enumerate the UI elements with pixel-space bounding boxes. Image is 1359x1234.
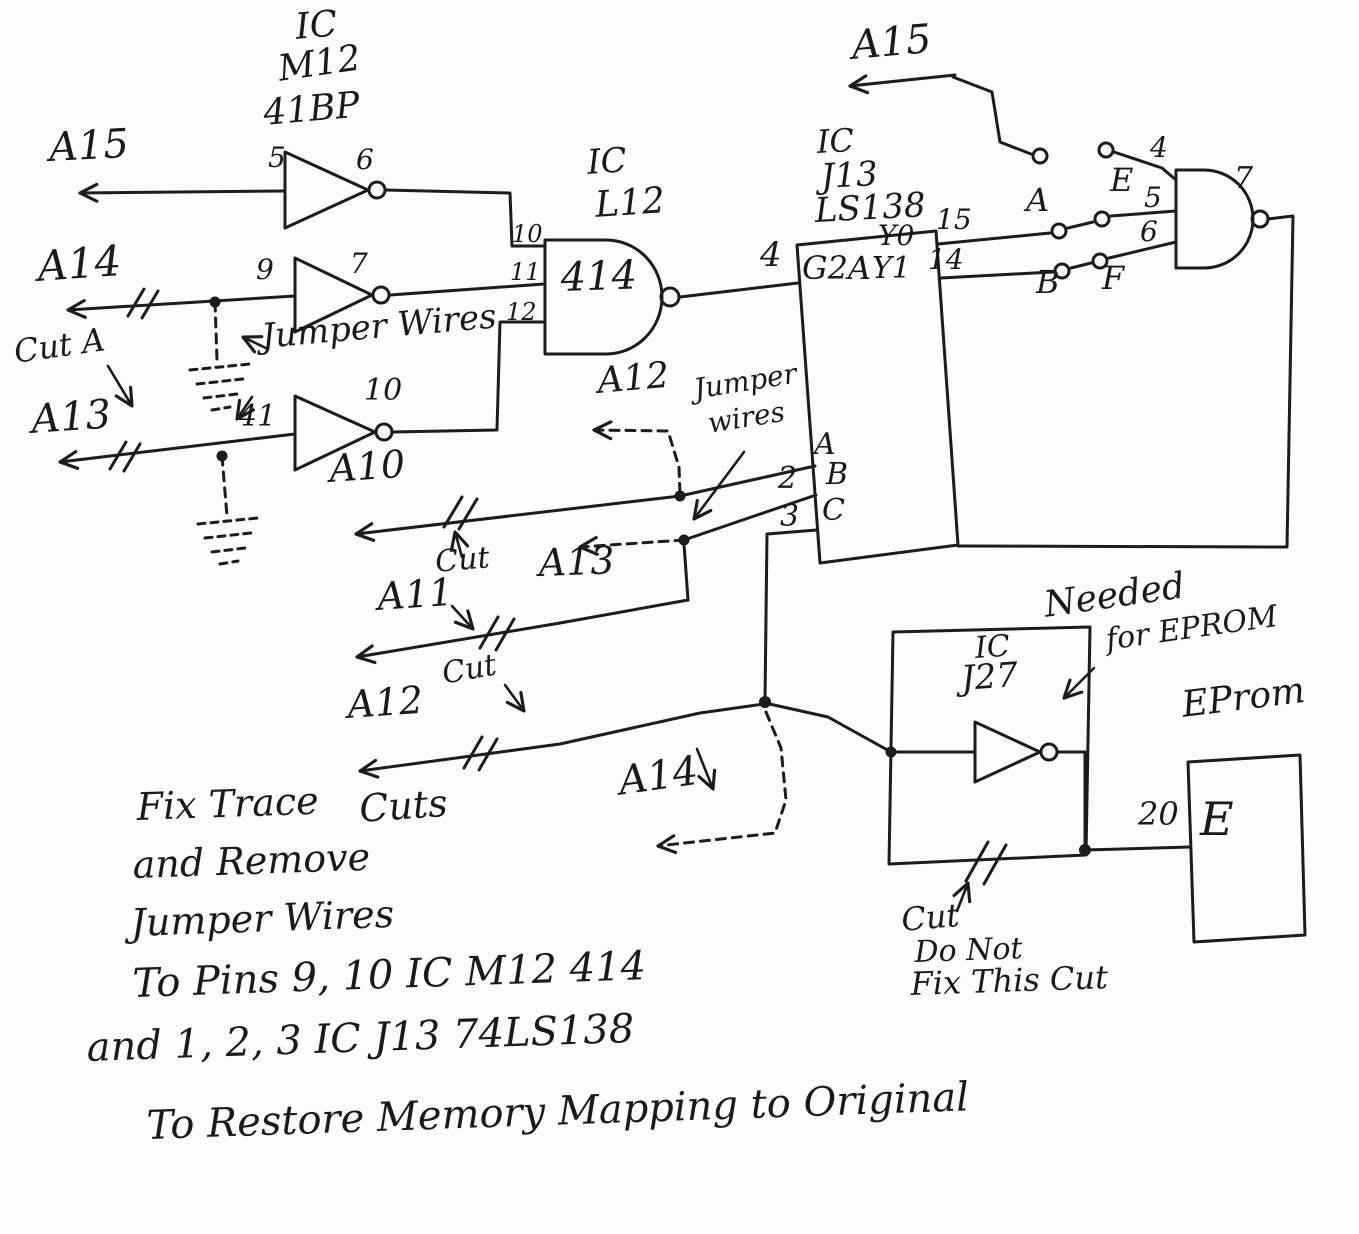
pin-label-inv1-out: 6 — [356, 143, 374, 176]
pin-label-nand-in1: 10 — [512, 220, 543, 248]
pin-label-2: 2 — [778, 461, 798, 496]
label-nand-part: 414 — [559, 252, 638, 301]
pin-label-inv1-in: 5 — [268, 141, 286, 174]
label-a14-left: A14 — [35, 236, 123, 291]
pin-label-3: 3 — [780, 499, 800, 534]
label-cut-a12: Cut — [439, 647, 500, 692]
input-wires — [58, 182, 297, 470]
instruction-line-1b: Cuts — [357, 780, 449, 831]
pin-label-inv2-in: 9 — [256, 253, 274, 286]
pin-label-nand-in2: 11 — [510, 258, 541, 286]
label-a12-low: A12 — [345, 677, 425, 727]
label-post-f: F — [1102, 259, 1125, 297]
label-post-e: E — [1110, 161, 1134, 199]
label-eprom-e: E — [1200, 792, 1234, 846]
pin-label-and-out: 7 — [1234, 161, 1254, 196]
instruction-line-1a: Fix Trace — [135, 778, 320, 829]
pin-label-inv3-out: 10 — [364, 373, 403, 408]
label-a14-mid: A14 — [615, 747, 702, 805]
label-y1: Y1 — [872, 251, 911, 286]
cut-marks — [108, 287, 1008, 886]
label-input-a: A — [814, 427, 836, 462]
pin-label-y0: 15 — [936, 203, 972, 236]
instruction-line-2: and Remove — [131, 834, 371, 887]
pin-label-nand-in3: 12 — [506, 298, 537, 326]
a15-top-wire — [848, 73, 1178, 182]
label-a13-left: A13 — [29, 391, 113, 443]
eprom-box — [1186, 753, 1307, 944]
label-a10: A10 — [327, 441, 407, 491]
label-a11: A11 — [375, 569, 455, 619]
instruction-line-3: Jumper Wires — [129, 891, 395, 945]
pin-label-and-in3: 6 — [1140, 215, 1158, 248]
pin-label-nand-out: 4 — [760, 235, 782, 275]
label-a15-top: A15 — [849, 16, 934, 69]
pin-label-inv3-in: 41 — [238, 399, 277, 434]
jumper-posts — [1031, 141, 1115, 280]
dashed-traces — [213, 300, 788, 855]
label-ic1-line3: 41BP — [261, 84, 362, 134]
label-ic2-line2: L12 — [593, 180, 667, 226]
pin-label-and-in1: 4 — [1150, 131, 1168, 164]
abc-wires — [354, 464, 893, 779]
and-gate — [956, 168, 1295, 549]
label-a13-mid: A13 — [537, 538, 616, 585]
ground-symbol-1 — [188, 362, 252, 412]
label-y0: Y0 — [878, 219, 915, 252]
ground-symbol-2 — [196, 516, 260, 566]
ls138-output-wires — [936, 209, 1178, 280]
label-fix-this-cut: Fix This Cut — [909, 958, 1109, 1003]
annotation-arrows — [106, 335, 1096, 913]
pin-label-y1: 14 — [928, 243, 964, 276]
pin-label-eprom: 20 — [1138, 795, 1179, 833]
label-post-b: B — [1036, 263, 1060, 301]
label-ic2-line1: IC — [585, 140, 628, 183]
pin-label-inv2-out: 7 — [350, 247, 368, 280]
label-ic4-line2: J27 — [959, 655, 1020, 699]
label-ic1-line1: IC — [293, 3, 339, 48]
label-ic3-line1: IC — [815, 121, 855, 161]
label-a15-left: A15 — [47, 120, 130, 171]
label-cut-j27: Cut — [899, 895, 961, 939]
pin-label-and-in2: 5 — [1144, 181, 1162, 214]
label-input-c: C — [822, 493, 845, 528]
label-input-b: B — [826, 457, 849, 492]
nand-gate — [543, 238, 800, 356]
label-g2a: G2A — [802, 249, 872, 287]
label-a12-mid: A12 — [595, 354, 671, 402]
junction-dots — [209, 296, 1091, 856]
inverter-output-wires — [383, 188, 546, 434]
label-post-a: A — [1026, 181, 1050, 219]
